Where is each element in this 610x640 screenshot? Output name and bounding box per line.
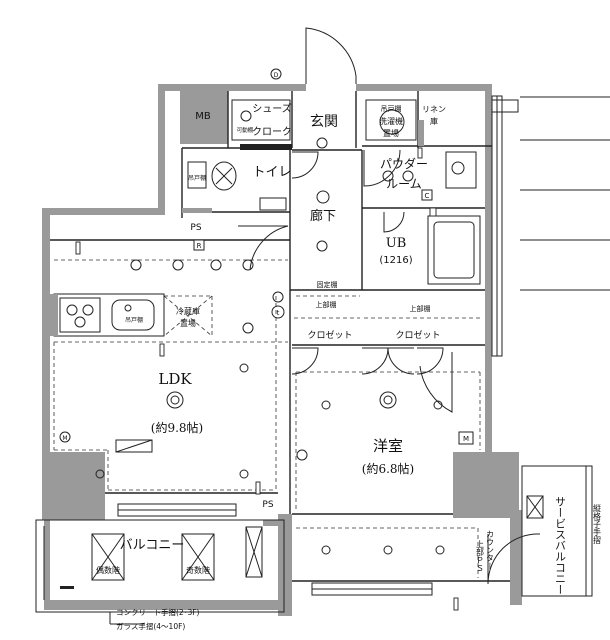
room-labels: MB シューズ クローク 可動棚 玄関 トイレ 吊戸棚 廊下 吊戸棚 洗濯機 置… — [96, 102, 602, 631]
c-symbol: C — [425, 192, 430, 200]
fixed-shelf-label: 固定棚 — [317, 280, 338, 289]
handrail-note-1: コンクリート手摺(2･3F) — [116, 607, 200, 617]
ps-label-1: PS — [190, 223, 201, 233]
windows — [117, 95, 610, 596]
balcony-label: バルコニー — [120, 538, 185, 553]
ldk-size-label: (約9.8帖) — [151, 420, 203, 435]
cloak-label: クローク — [252, 126, 292, 138]
t-symbol: t — [277, 309, 280, 317]
upper-shelf-label-1: 上部棚 — [316, 300, 337, 309]
powder-label-2: ルーム — [386, 177, 422, 191]
d-symbol: D — [274, 72, 279, 79]
powder-hanging-shelf-label: 吊戸棚 — [381, 104, 402, 113]
shoes-label: シューズ — [252, 102, 292, 115]
dashed-guides — [53, 259, 482, 578]
electrical-symbols — [75, 110, 459, 611]
handrail-note-2: ガラス手摺(4～10F) — [116, 621, 185, 631]
interior-walls — [50, 86, 510, 582]
closet-label-2: クロゼット — [395, 329, 440, 341]
mb-label: MB — [195, 111, 211, 122]
counter-ps-label: 上部ＰＳ — [476, 540, 485, 572]
counter-label: カウンター — [486, 530, 495, 570]
ldk-label: LDK — [158, 370, 192, 388]
toilet-hanging-shelf-label: 吊戸棚 — [188, 174, 206, 182]
fridge-label-2: 置場 — [180, 318, 196, 328]
movable-shelf-label: 可動棚 — [237, 126, 254, 134]
linen-label-2: 庫 — [430, 116, 438, 126]
western-room-label: 洋室 — [373, 437, 403, 455]
upper-shelf-label-2: 上部棚 — [410, 304, 431, 313]
fridge-label-1: 冷蔵庫 — [176, 306, 200, 316]
ps-label-2: PS — [262, 500, 273, 510]
service-balcony-label: サービスバルコニー — [554, 496, 567, 595]
entrance-label: 玄関 — [310, 113, 338, 130]
toilet-label: トイレ — [252, 165, 291, 180]
powder-label: パウダー — [380, 156, 428, 171]
corridor-label: 廊下 — [310, 208, 336, 224]
odd-floor-label: 奇数階 — [186, 565, 210, 575]
kitchen-counter — [50, 293, 165, 337]
kitchen-hanging-shelf-label: 吊戸棚 — [125, 316, 143, 324]
washer-label: 洗濯機 — [379, 116, 403, 126]
western-room-size-label: (約6.8帖) — [362, 461, 414, 476]
doors — [238, 27, 541, 585]
ub-label: UB — [386, 236, 407, 251]
ub-size-label: (1216) — [379, 255, 412, 266]
closet-label-1: クロゼット — [307, 329, 352, 341]
linen-label: リネン — [422, 105, 446, 114]
sanitary-fixtures — [187, 99, 481, 285]
m-symbol-ldk: M — [62, 435, 67, 442]
even-floor-label: 偶数階 — [96, 565, 120, 575]
washer-place-label: 置場 — [383, 128, 399, 138]
m-symbol-western: M — [463, 435, 469, 443]
balcony-outline — [35, 465, 593, 625]
lattice-rail-label: 縦格子手摺 — [593, 503, 602, 545]
symbol-tags: D R M M C t PS PS — [59, 68, 474, 510]
r-symbol: R — [197, 242, 202, 250]
